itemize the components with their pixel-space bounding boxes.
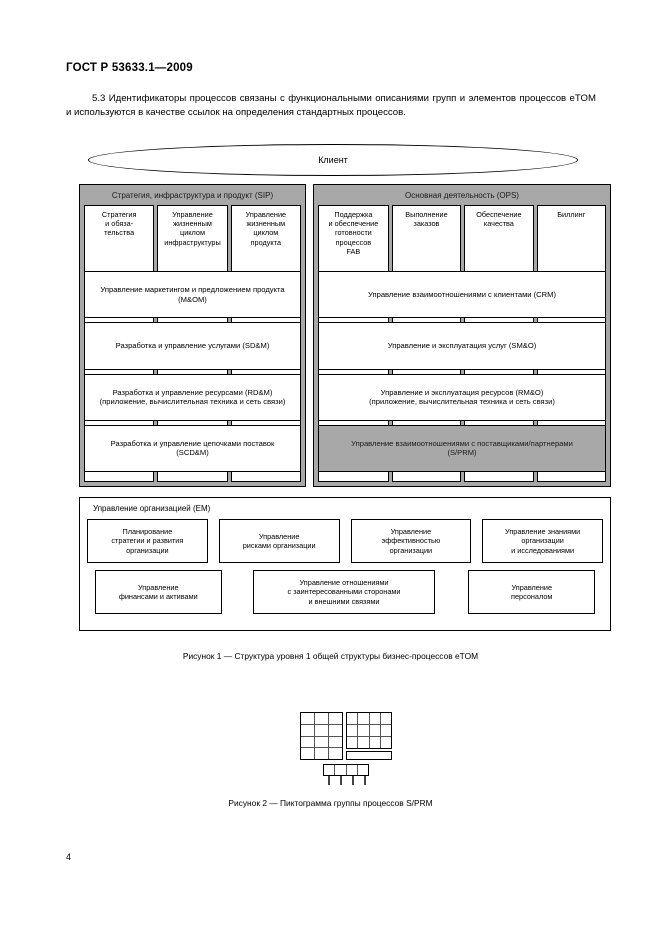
pictogram-cell [329, 748, 342, 759]
column-label: Биллинг [557, 210, 586, 219]
pictogram-cell [358, 725, 369, 736]
pictogram-leg [340, 776, 342, 785]
pictogram-right-grid [346, 712, 392, 749]
pictogram-cell [315, 736, 328, 748]
process-row[interactable]: Разработка и управление услугами (SD&M) [84, 322, 301, 370]
figure-2-caption: Рисунок 2 — Пиктограмма группы процессов… [228, 798, 433, 808]
pictogram-right-bar [346, 751, 392, 760]
pictogram-cell [347, 737, 358, 748]
panel-sip-rows: Управление маркетингом и предложением пр… [84, 271, 301, 472]
pictogram-cell [380, 713, 391, 724]
page-title: ГОСТ Р 53633.1—2009 [66, 62, 193, 74]
pictogram-cell [335, 765, 346, 775]
sprm-pictogram [300, 712, 392, 785]
pictogram-cell [369, 737, 380, 748]
panel-em: Управление организацией (EM) Планировани… [79, 497, 611, 631]
pictogram-cell [380, 737, 391, 748]
panel-sip: Стратегия, инфраструктура и продукт (SIP… [79, 184, 306, 487]
pictogram-cell [358, 713, 369, 724]
panel-ops-title: Основная деятельность (OPS) [405, 191, 519, 200]
pictogram-cell [315, 724, 328, 736]
panel-em-title: Управление организацией (EM) [93, 504, 211, 513]
figure-1-caption: Рисунок 1 — Структура уровня 1 общей стр… [182, 651, 479, 661]
pictogram-cell [301, 748, 314, 759]
pictogram-legs [323, 776, 369, 785]
pictogram-cell [347, 725, 358, 736]
pictogram-cell [301, 724, 314, 736]
pictogram-leg [328, 776, 330, 785]
process-row[interactable]: Управление маркетингом и предложением пр… [84, 271, 301, 319]
pictogram-leg [364, 776, 366, 785]
pictogram-cell [329, 736, 342, 748]
pictogram-cell [301, 713, 314, 724]
client-label: Клиент [318, 155, 348, 165]
process-row-highlighted[interactable]: Управление взаимоотношениями с поставщик… [318, 424, 606, 472]
pictogram-cell [301, 736, 314, 748]
pictogram-cell [357, 765, 368, 775]
pictogram-leg [352, 776, 354, 785]
panel-ops-rows: Управление взаимоотношениями с клиентами… [318, 271, 606, 472]
panel-sip-title: Стратегия, инфраструктура и продукт (SIP… [111, 191, 274, 200]
pictogram-cell [329, 724, 342, 736]
body-paragraph: 5.3 Идентификаторы процессов связаны с ф… [66, 93, 596, 118]
pictogram-cell [346, 765, 357, 775]
client-ellipse: Клиент [88, 144, 578, 176]
page-number: 4 [66, 852, 72, 862]
pictogram-cell [329, 713, 342, 724]
process-row[interactable]: Управление и эксплуатация услуг (SM&O) [318, 322, 606, 370]
pictogram-cell [324, 765, 335, 775]
process-row[interactable]: Управление и эксплуатация ресурсов (RM&O… [318, 373, 606, 421]
pictogram-cell [347, 713, 358, 724]
pictogram-cell [315, 748, 328, 759]
pictogram-cell [369, 725, 380, 736]
pictogram-cell [380, 725, 391, 736]
pictogram-bottom-row [323, 764, 369, 776]
process-row[interactable]: Управление взаимоотношениями с клиентами… [318, 271, 606, 319]
pictogram-cell [315, 713, 328, 724]
pictogram-cell [358, 737, 369, 748]
pictogram-cell [369, 713, 380, 724]
process-row[interactable]: Разработка и управление цепочками постав… [84, 424, 301, 472]
process-row[interactable]: Разработка и управление ресурсами (RD&M)… [84, 373, 301, 421]
pictogram-left-grid [300, 712, 343, 760]
